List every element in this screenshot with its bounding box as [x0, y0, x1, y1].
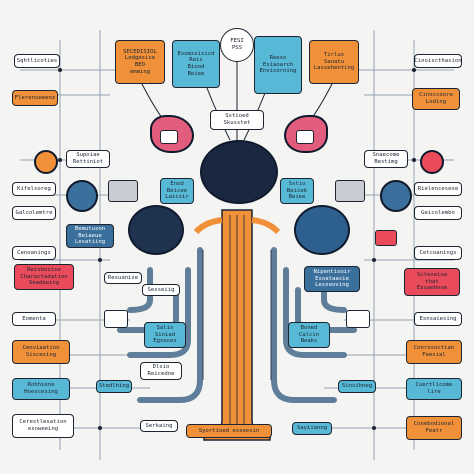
right-monitor-icon	[108, 180, 138, 202]
right-row6-label: Geicolembo	[414, 206, 462, 220]
right-brain-icon	[294, 205, 350, 255]
left-row9-label: Cenviaation Siscesing	[12, 340, 70, 364]
left-row4-label: Supoiae Rettiniot	[66, 150, 110, 168]
left-row5-label: Kifelsoreg	[12, 182, 56, 196]
center-right-label: Sstio Beicek Beiee	[280, 178, 314, 204]
left-row11-label: Cerestlesation esoweeing	[12, 414, 74, 438]
top-left-label-2: Esomssisicd Reis Biood Beiee	[172, 40, 220, 88]
right-orange-node-icon	[34, 150, 58, 174]
pipe-outline	[202, 250, 272, 380]
left-screen-icon	[104, 310, 128, 328]
orange-trunk	[193, 209, 281, 441]
left-brain-icon	[128, 205, 184, 255]
left-red-node-icon	[420, 150, 444, 174]
right-pink-lobe-icon	[284, 115, 328, 153]
right-chip-icon	[296, 130, 314, 144]
right-gear-icon	[380, 180, 412, 212]
right-row8-label: Esnsaiesing	[414, 312, 462, 326]
top-right-label-1: Reeso Esiaoarch Envicorning	[254, 36, 302, 94]
right-small-label: Sinsihneg	[338, 380, 376, 393]
center-left-small-1: Resuanise	[104, 272, 142, 284]
center-right-teal-label: Boned Calcin Neaks	[288, 322, 330, 348]
left-row8-label: Eomenta	[12, 312, 56, 326]
right-row2-label: Cinoiscthasion	[414, 54, 462, 68]
right-row5-label: Rielencesese	[414, 182, 462, 196]
left-blue-label: Bemutuson Beiaeue Lesatiing	[66, 224, 114, 248]
left-small-label: Stedlhing	[96, 380, 132, 393]
right-row10-label: Cuertlicome lire	[406, 378, 462, 400]
center-left-bottom-label: Serkaing	[140, 420, 178, 432]
top-left-label-1: SECEDISIOL Ledgesise BEO emming	[115, 40, 165, 84]
left-chip-icon	[160, 130, 178, 144]
left-pink-lobe-icon	[150, 115, 194, 153]
bottom-right-small-label: Sayiianng	[292, 422, 332, 435]
top-right-label-2: Tirlus Saoatu Lassehenting	[309, 40, 359, 84]
right-screen-icon	[346, 310, 370, 328]
right-row9-label: Conrosoctian Feesial	[406, 340, 462, 364]
right-red-label: Scteseioa that Essaehone	[404, 268, 460, 296]
top-center-sign: FESI PSS	[220, 28, 254, 62]
mid-center-label: Sstioed Skusstet	[210, 110, 264, 130]
left-row10-label: Rohhiene Hoescesing	[12, 378, 70, 400]
left-gear-icon	[66, 180, 98, 212]
bottom-center-label: Syortioed esseesin	[186, 424, 272, 438]
central-brain-icon	[200, 140, 278, 204]
center-left-mid-label: Dlsio Reicedne	[140, 362, 182, 380]
right-row7-label: Cetcoanings	[414, 246, 462, 260]
left-row6-label: Galcolemtre	[12, 206, 56, 220]
right-row3-label: Cinoccoore Loding	[412, 88, 460, 110]
left-monitor-icon	[335, 180, 365, 202]
left-red-label: Reisbosise Charactadation Seadeaing	[14, 264, 74, 290]
center-left-small-2: Sesseiig	[142, 284, 180, 296]
right-row11-label: Conebodional Featr	[406, 416, 462, 440]
center-left-teal-label: Salis Siniad Egsuces	[144, 322, 186, 348]
left-row3-label: Flerenseeenz	[12, 90, 58, 106]
left-row2-label: Sqhtlicoties	[14, 54, 60, 68]
right-row4-label: Snaecome Bestimg	[364, 150, 408, 168]
left-row7-label: Cenoanings	[12, 246, 56, 260]
right-blue-label: Nipentisoir Esoataasie Lesseoving	[304, 266, 360, 292]
center-left-label: Enod Beicee Laicsir	[160, 178, 194, 204]
right-red-monitor-icon	[375, 230, 397, 246]
